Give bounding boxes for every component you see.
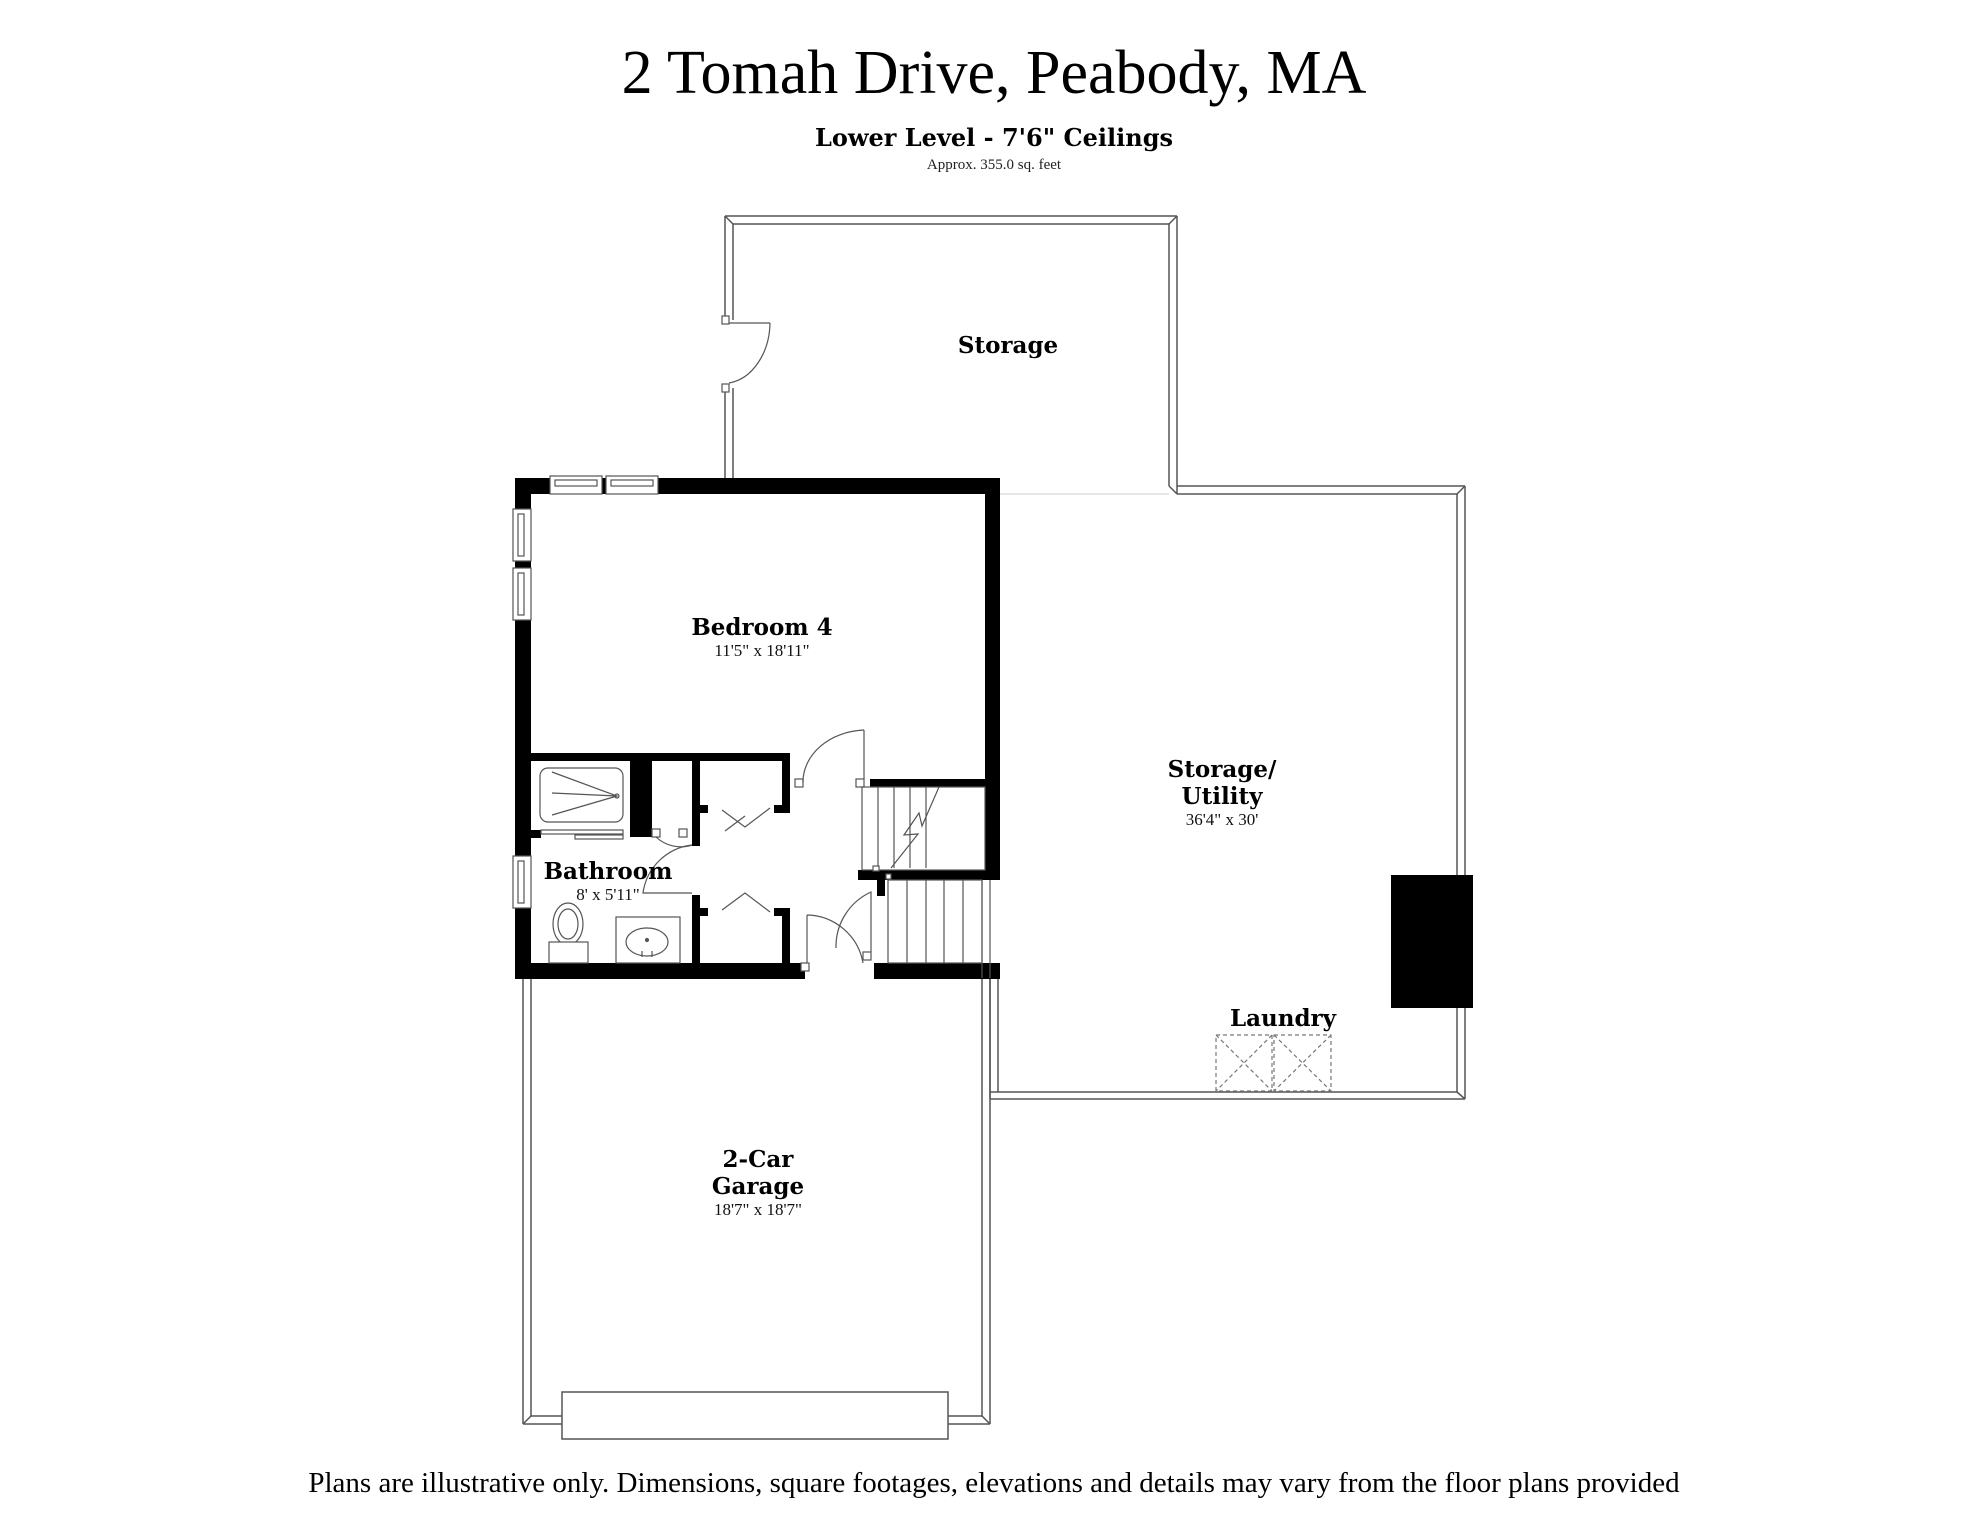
bedroom-name: Bedroom 4 xyxy=(691,614,833,641)
upper-stairs xyxy=(861,786,986,872)
laundry-name: Laundry xyxy=(1229,1005,1337,1032)
utility-equipment-block xyxy=(1391,875,1473,1008)
closet-bifold-doors xyxy=(721,807,771,913)
storage-name: Storage xyxy=(957,332,1059,359)
garage-dimensions: 18'7" x 18'7" xyxy=(713,1200,802,1219)
toilet-fixture xyxy=(548,902,589,964)
utility-name-line2: Utility xyxy=(1181,783,1263,810)
lower-stairs xyxy=(885,873,991,978)
shower-fixture xyxy=(539,767,624,840)
room-label-utility: Storage/ Utility 36'4" x 30' xyxy=(1122,756,1322,830)
square-footage: Approx. 355.0 sq. feet xyxy=(926,157,1062,173)
utility-name-line1: Storage/ xyxy=(1167,756,1277,783)
room-label-bathroom: Bathroom 8' x 5'11" xyxy=(533,858,683,905)
garage-walls xyxy=(522,978,991,1425)
room-label-laundry: Laundry xyxy=(1183,1005,1383,1032)
sink-fixture xyxy=(615,916,681,964)
bathroom-door xyxy=(642,828,693,894)
bedroom-door xyxy=(794,729,865,788)
bathroom-dimensions: 8' x 5'11" xyxy=(576,885,640,904)
garage-name-line1: 2-Car xyxy=(722,1146,794,1173)
room-label-garage: 2-Car Garage 18'7" x 18'7" xyxy=(658,1146,858,1220)
garage-name-line2: Garage xyxy=(711,1173,805,1200)
bathroom-name: Bathroom xyxy=(543,858,673,885)
utility-dimensions: 36'4" x 30' xyxy=(1185,810,1259,829)
bedroom-dimensions: 11'5" x 18'11" xyxy=(714,641,810,660)
garage-door xyxy=(561,1391,949,1440)
plan-title: 2 Tomah Drive, Peabody, MA xyxy=(621,39,1367,107)
garage-entry-door xyxy=(800,891,872,972)
bedroom-windows xyxy=(512,475,659,909)
room-label-bedroom: Bedroom 4 11'5" x 18'11" xyxy=(662,614,862,661)
laundry-machines xyxy=(1215,1034,1332,1092)
storage-walls xyxy=(724,215,1178,495)
storage-door xyxy=(721,315,771,393)
level-subtitle: Lower Level - 7'6" Ceilings xyxy=(814,123,1174,152)
disclaimer-footer: Plans are illustrative only. Dimensions,… xyxy=(308,1467,1680,1499)
room-label-storage: Storage xyxy=(908,332,1108,359)
